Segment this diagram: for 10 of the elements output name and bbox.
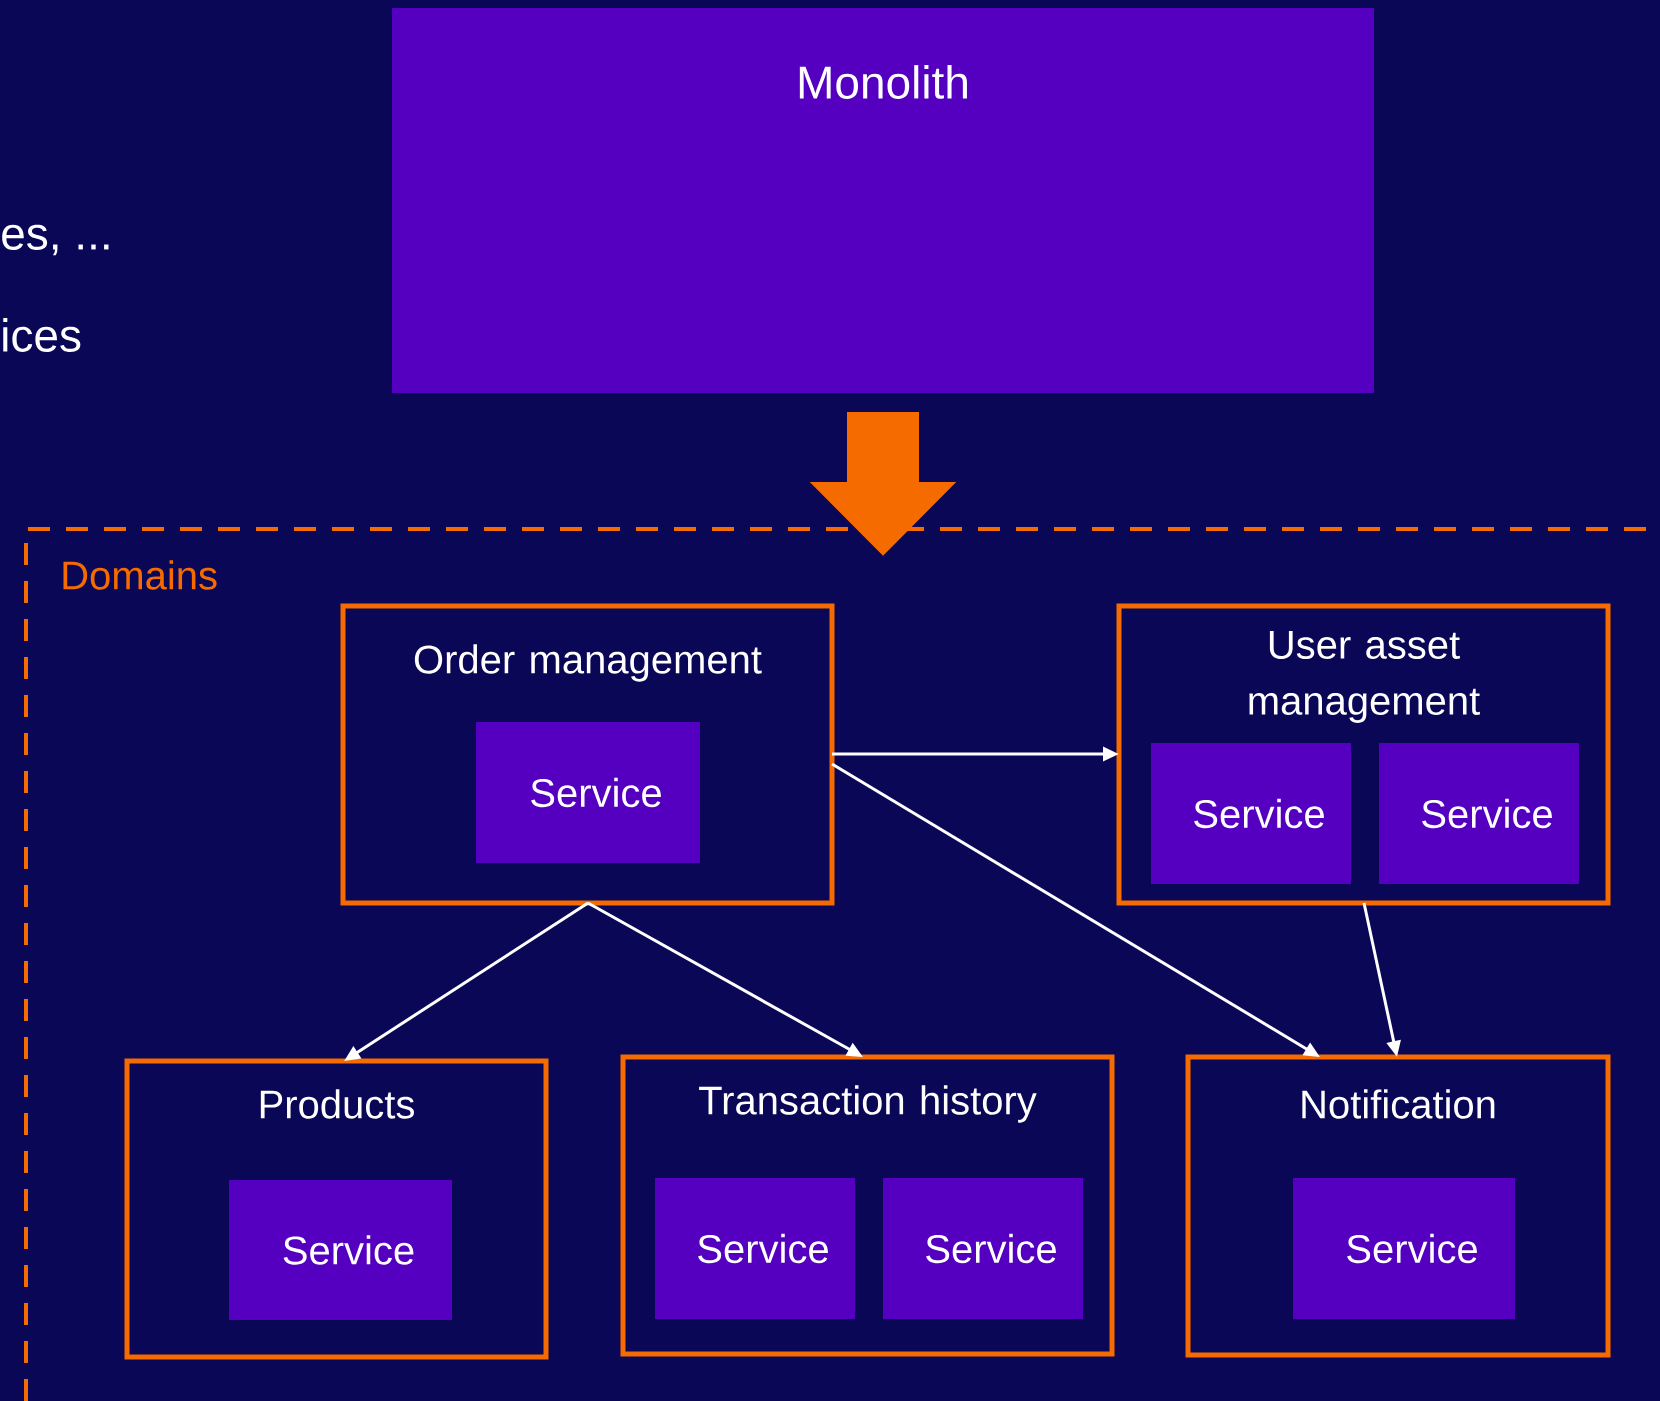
service-box: Service: [883, 1178, 1083, 1319]
service-box: Service: [1151, 743, 1351, 884]
partial-text: ices: [3, 318, 81, 352]
partial-text: es, ...: [2, 224, 109, 256]
service-box: Service: [476, 722, 700, 863]
service-box: Service: [1379, 743, 1579, 884]
service-box: Service: [1293, 1178, 1515, 1319]
monolith-box: Monolith: [392, 8, 1374, 393]
service-box: Service: [229, 1180, 452, 1320]
service-box: Service: [655, 1178, 855, 1319]
